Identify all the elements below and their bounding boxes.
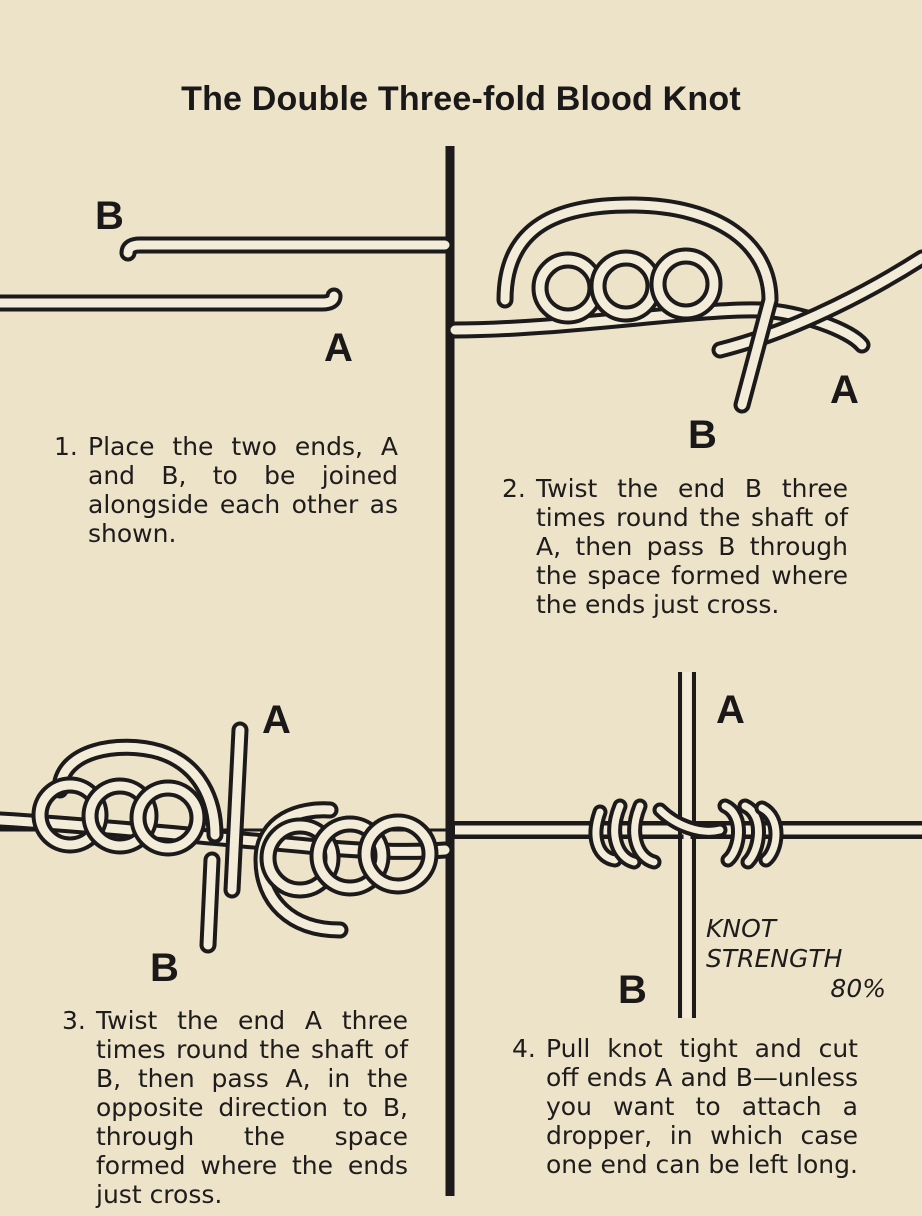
- step-2-caption: 2. Twist the end B three times round the…: [502, 474, 848, 619]
- step-3-number: 3.: [62, 1006, 86, 1035]
- page-title: The Double Three-fold Blood Knot: [181, 80, 741, 118]
- label-a-step-1: A: [324, 326, 353, 370]
- step-1-illustration: [0, 236, 454, 312]
- label-b-step-3: B: [150, 946, 179, 990]
- label-b-step-1: B: [95, 194, 124, 238]
- step-2-number: 2.: [502, 474, 526, 503]
- step-4-caption: 4. Pull knot tight and cut off ends A an…: [512, 1034, 858, 1179]
- step-1-caption: 1. Place the two ends, A and B, to be jo…: [54, 432, 398, 548]
- label-b-step-4: B: [618, 968, 647, 1012]
- step-3-illustration: [0, 721, 454, 954]
- label-a-step-3: A: [262, 698, 291, 742]
- label-a-step-2: A: [830, 368, 859, 412]
- step-1-number: 1.: [54, 432, 78, 461]
- step-1-text: Place the two ends, A and B, to be joine…: [88, 432, 398, 548]
- knot-strength-label: KNOT STRENGTH 80%: [706, 914, 886, 1003]
- step-3-caption: 3. Twist the end A three times round the…: [62, 1006, 408, 1209]
- step-4-text: Pull knot tight and cut off ends A and B…: [546, 1034, 858, 1179]
- step-2-illustration: [446, 196, 922, 414]
- step-3-text: Twist the end A three times round the sh…: [96, 1006, 408, 1209]
- step-2-text: Twist the end B three times round the sh…: [536, 474, 848, 619]
- label-a-step-4: A: [716, 688, 745, 732]
- label-b-step-2: B: [688, 413, 717, 457]
- step-4-illustration: [446, 672, 922, 1018]
- step-4-number: 4.: [512, 1034, 536, 1063]
